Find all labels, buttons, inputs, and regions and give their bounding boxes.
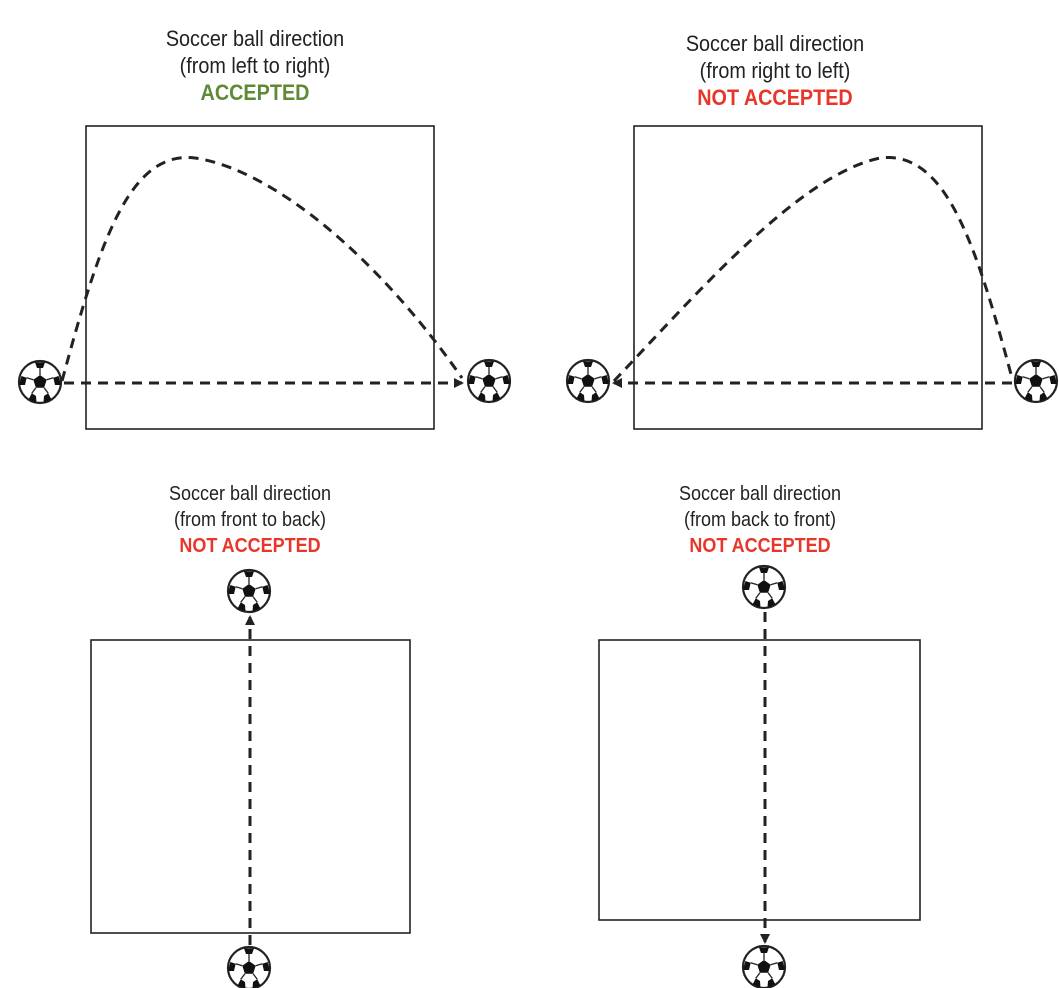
trajectory-arc bbox=[612, 156, 1014, 383]
caption-title: Soccer ball direction bbox=[685, 31, 865, 56]
panel-front-to-back bbox=[90, 568, 411, 988]
trajectory-arc bbox=[60, 156, 464, 382]
caption-direction: (from back to front) bbox=[683, 509, 837, 531]
panel-left-to-right bbox=[17, 125, 512, 430]
caption-title: Soccer ball direction bbox=[165, 26, 345, 51]
soccer-ball-icon bbox=[226, 945, 272, 988]
caption-front-to-back: Soccer ball direction (from front to bac… bbox=[129, 481, 372, 559]
status-not-accepted-label: NOT ACCEPTED bbox=[697, 85, 853, 110]
caption-direction: (from left to right) bbox=[179, 53, 331, 78]
caption-right-to-left: Soccer ball direction (from right to lef… bbox=[654, 30, 897, 111]
status-accepted-label: ACCEPTED bbox=[200, 80, 310, 105]
soccer-ball-icon bbox=[226, 568, 272, 614]
goal-frame bbox=[598, 639, 921, 921]
goal-frame bbox=[633, 125, 983, 430]
status-not-accepted-label: NOT ACCEPTED bbox=[179, 535, 321, 557]
soccer-ball-icon bbox=[1013, 358, 1059, 404]
caption-direction: (from right to left) bbox=[699, 58, 851, 83]
caption-title: Soccer ball direction bbox=[678, 483, 842, 505]
caption-direction: (from front to back) bbox=[173, 509, 327, 531]
soccer-ball-icon bbox=[565, 358, 611, 404]
goal-frame bbox=[85, 125, 435, 430]
soccer-ball-icon bbox=[741, 944, 787, 988]
caption-back-to-front: Soccer ball direction (from back to fron… bbox=[639, 481, 882, 559]
soccer-ball-icon bbox=[466, 358, 512, 404]
soccer-ball-icon bbox=[17, 359, 63, 405]
soccer-ball-icon bbox=[741, 564, 787, 610]
caption-title: Soccer ball direction bbox=[168, 483, 332, 505]
goal-frame bbox=[90, 639, 411, 934]
caption-left-to-right: Soccer ball direction (from left to righ… bbox=[134, 25, 377, 106]
panel-back-to-front bbox=[598, 564, 921, 988]
status-not-accepted-label: NOT ACCEPTED bbox=[689, 535, 831, 557]
panel-right-to-left bbox=[565, 125, 1059, 430]
